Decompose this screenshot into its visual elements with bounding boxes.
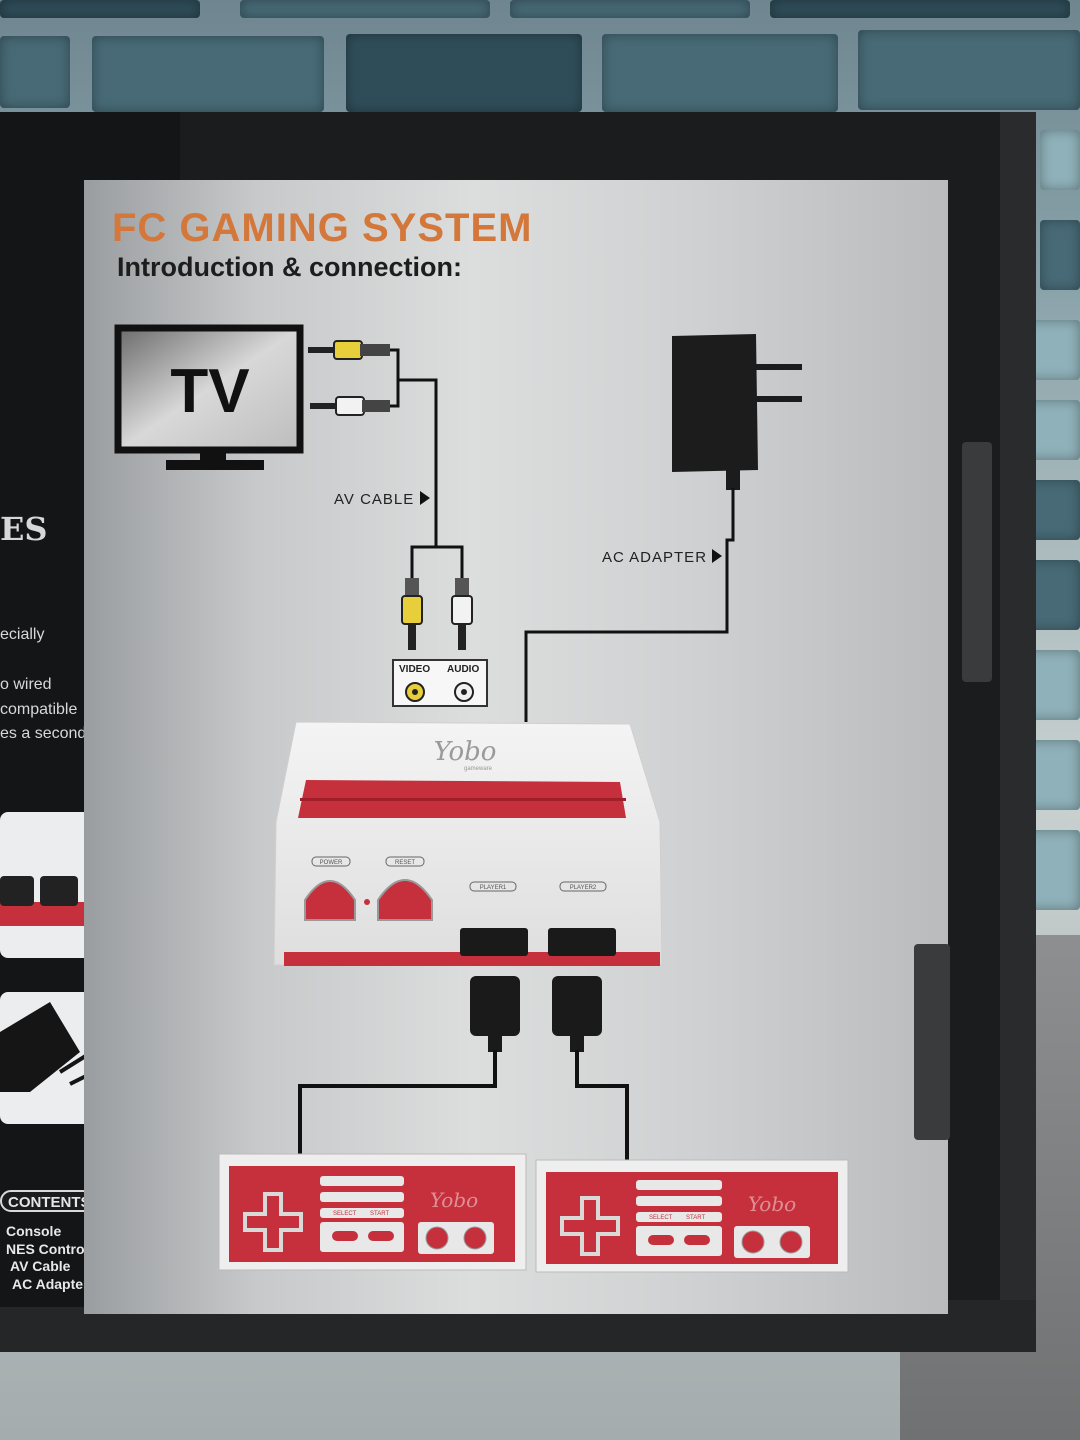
console-logo-sub: gameware	[464, 766, 493, 772]
side-text-line: es a second	[0, 725, 87, 742]
wall-tile	[240, 0, 490, 18]
rca-plug-yellow-down-icon	[401, 578, 423, 650]
contents-item: AV Cable	[10, 1258, 71, 1274]
rca-plug-white-icon	[310, 396, 390, 416]
box-tab	[914, 944, 950, 1140]
controller-2-logo: Yobo	[748, 1192, 796, 1216]
rca-plug-yellow-icon	[308, 340, 390, 360]
av-cable-arrow-icon	[420, 491, 430, 505]
player1-label: PLAYER1	[480, 885, 507, 891]
ac-adapter-icon	[672, 334, 802, 490]
wall-tile	[770, 0, 1070, 18]
controller-plug-1-icon	[470, 976, 520, 1052]
power-button-label: POWER	[320, 860, 343, 866]
video-port-label: VIDEO	[399, 664, 430, 675]
ac-power-cable	[524, 488, 735, 722]
box-edge	[1000, 112, 1036, 1352]
rca-plug-white-down-icon	[451, 578, 473, 650]
box-tab	[962, 442, 992, 682]
controller-1-select-label: SELECT	[333, 1211, 357, 1217]
controller-cable-2	[575, 1050, 629, 1162]
panel-subtitle: Introduction & connection:	[117, 252, 462, 282]
video-port-hole	[412, 689, 418, 695]
wall-tile	[92, 36, 324, 112]
wall-tile	[858, 30, 1080, 110]
controller-plug-2-icon	[552, 976, 602, 1052]
panel-title: FC GAMING SYSTEM	[112, 206, 533, 250]
wall-tile	[602, 34, 838, 112]
contents-list: Console NES Controller(2) AV Cable AC Ad…	[6, 1223, 123, 1293]
side-text-line: ecially	[0, 626, 45, 643]
wall-tile	[1040, 220, 1080, 290]
tv-icon	[114, 324, 304, 470]
controller-1-icon	[218, 1153, 527, 1271]
side-heading-fragment: ES	[0, 510, 48, 548]
console-logo: Yobo	[434, 737, 497, 767]
controller-1-logo: Yobo	[430, 1188, 478, 1212]
controller-2-start-label: START	[686, 1215, 705, 1221]
contents-item: Console	[6, 1223, 62, 1239]
wall-tile	[0, 36, 70, 108]
av-cable-label: AV CABLE	[334, 491, 414, 508]
reset-button-label: RESET	[395, 860, 415, 866]
contents-item: AC Adapter	[12, 1275, 89, 1292]
console-icon	[273, 721, 663, 966]
wall-tile	[1040, 130, 1080, 190]
wall-tile	[0, 0, 200, 18]
wall-tile	[510, 0, 750, 18]
player2-label: PLAYER2	[570, 885, 597, 891]
controller-1-start-label: START	[370, 1211, 389, 1217]
thumbnail-port	[40, 876, 78, 906]
controller-2-select-label: SELECT	[649, 1215, 673, 1221]
side-text-line: o wired	[0, 676, 52, 693]
audio-port-label: AUDIO	[447, 664, 479, 675]
tv-label: TV	[170, 357, 249, 426]
ac-adapter-label: AC ADAPTER	[602, 549, 707, 566]
wall-tile	[346, 34, 582, 112]
av-cable-split	[410, 545, 464, 580]
controller-2-icon	[535, 1159, 849, 1273]
controller-cable-1	[298, 1050, 497, 1155]
side-text-line: compatible	[0, 701, 78, 718]
av-cable	[390, 348, 438, 547]
audio-port-hole	[461, 689, 467, 695]
ac-adapter-arrow-icon	[712, 549, 722, 563]
av-cable	[390, 380, 400, 408]
thumbnail-port	[0, 876, 34, 906]
